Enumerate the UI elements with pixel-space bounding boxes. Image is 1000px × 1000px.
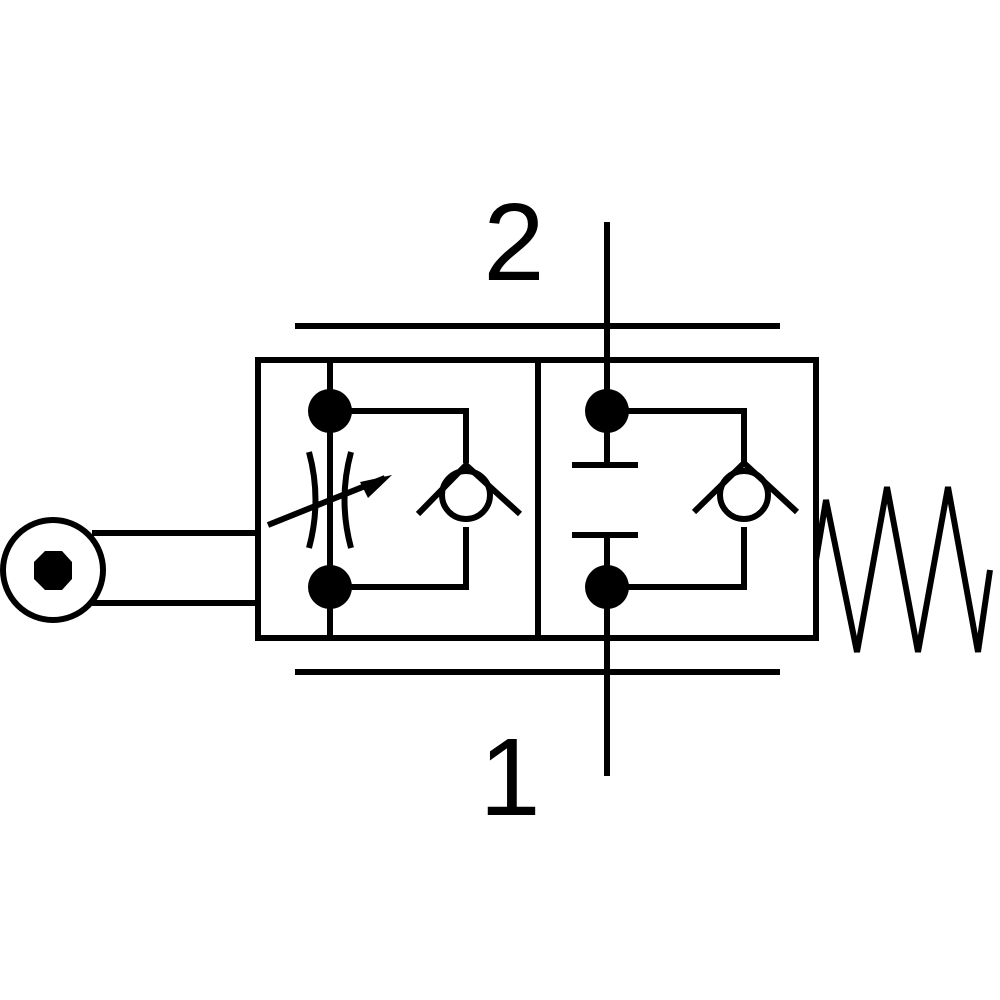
port-label-2: 2 [483, 181, 544, 304]
throttle-right-arc [341, 451, 354, 549]
right-check-ball [717, 468, 771, 522]
left-bypass-return [330, 527, 469, 590]
junction-dot-right-top [585, 389, 629, 433]
adjustment-arrow-head [360, 475, 392, 498]
junction-dot-left-bottom [308, 565, 352, 609]
right-bypass-path [607, 408, 747, 463]
left-bypass-path [330, 408, 469, 463]
junction-dot-right-bottom [585, 565, 629, 609]
throttle-left-arc [306, 451, 319, 549]
roller-circle [0, 517, 106, 623]
right-check-seat [691, 458, 800, 515]
port-label-1: 1 [479, 716, 540, 839]
valve-envelope-left [255, 357, 541, 641]
roller-center [34, 551, 72, 590]
left-check-seat [415, 460, 523, 517]
left-check-ball [439, 468, 493, 522]
junction-dot-left-top [308, 389, 352, 433]
right-bypass-return [607, 527, 747, 590]
return-spring [813, 486, 993, 653]
valve-envelope-right [535, 357, 819, 641]
